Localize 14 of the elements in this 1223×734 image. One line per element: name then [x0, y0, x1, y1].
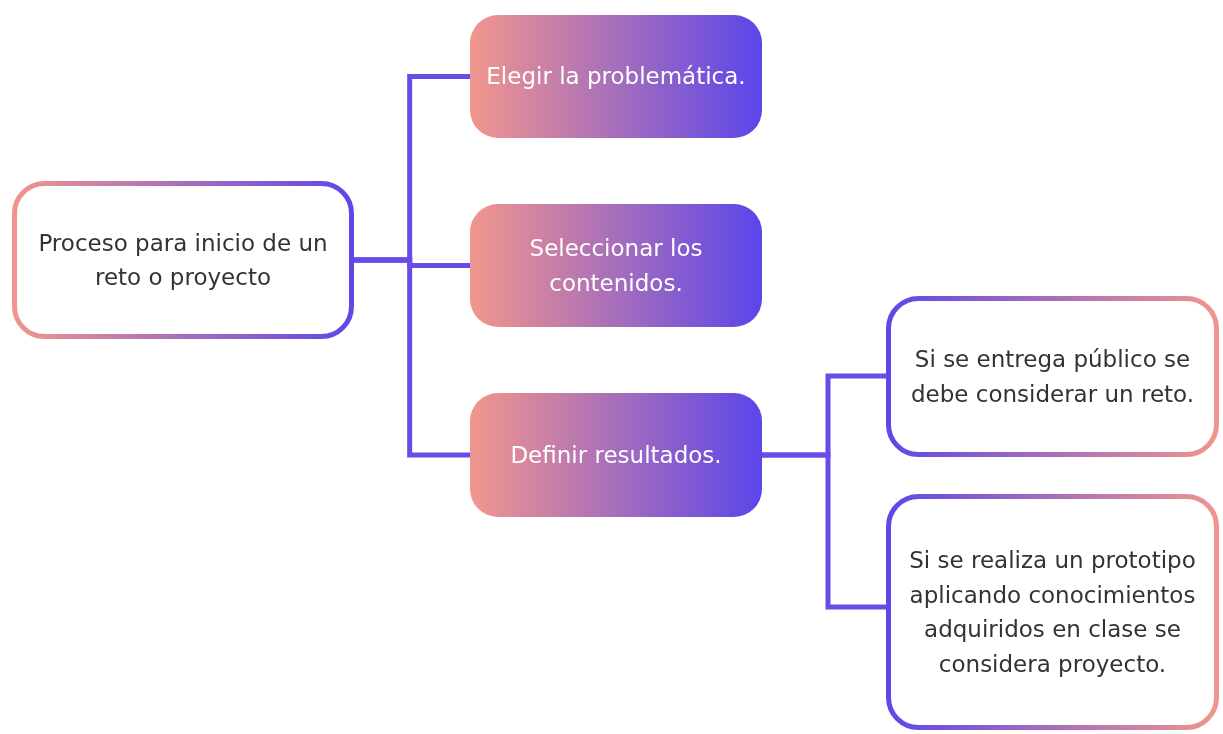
process-box [470, 204, 762, 327]
box-text: Definir resultados. [509, 440, 723, 470]
box-text: Si se realiza un prototipo aplicando conocimientos adquiridos en clase se considera proyecto. [908, 546, 1197, 679]
box-text: Seleccionar los contenidos. [528, 234, 704, 298]
box-text: Si se entrega público se debe considerar un reto. [909, 345, 1196, 409]
connector-line [354, 257, 470, 458]
box-text: Elegir la problemática. [485, 62, 747, 92]
box-text: Proceso para inicio de un reto o proyecto [37, 228, 329, 292]
outlined-box [886, 494, 1219, 730]
connector-line [762, 452, 886, 610]
process-box [470, 393, 762, 517]
outlined-box [12, 181, 354, 339]
outlined-box [886, 296, 1219, 457]
process-box [470, 15, 762, 138]
